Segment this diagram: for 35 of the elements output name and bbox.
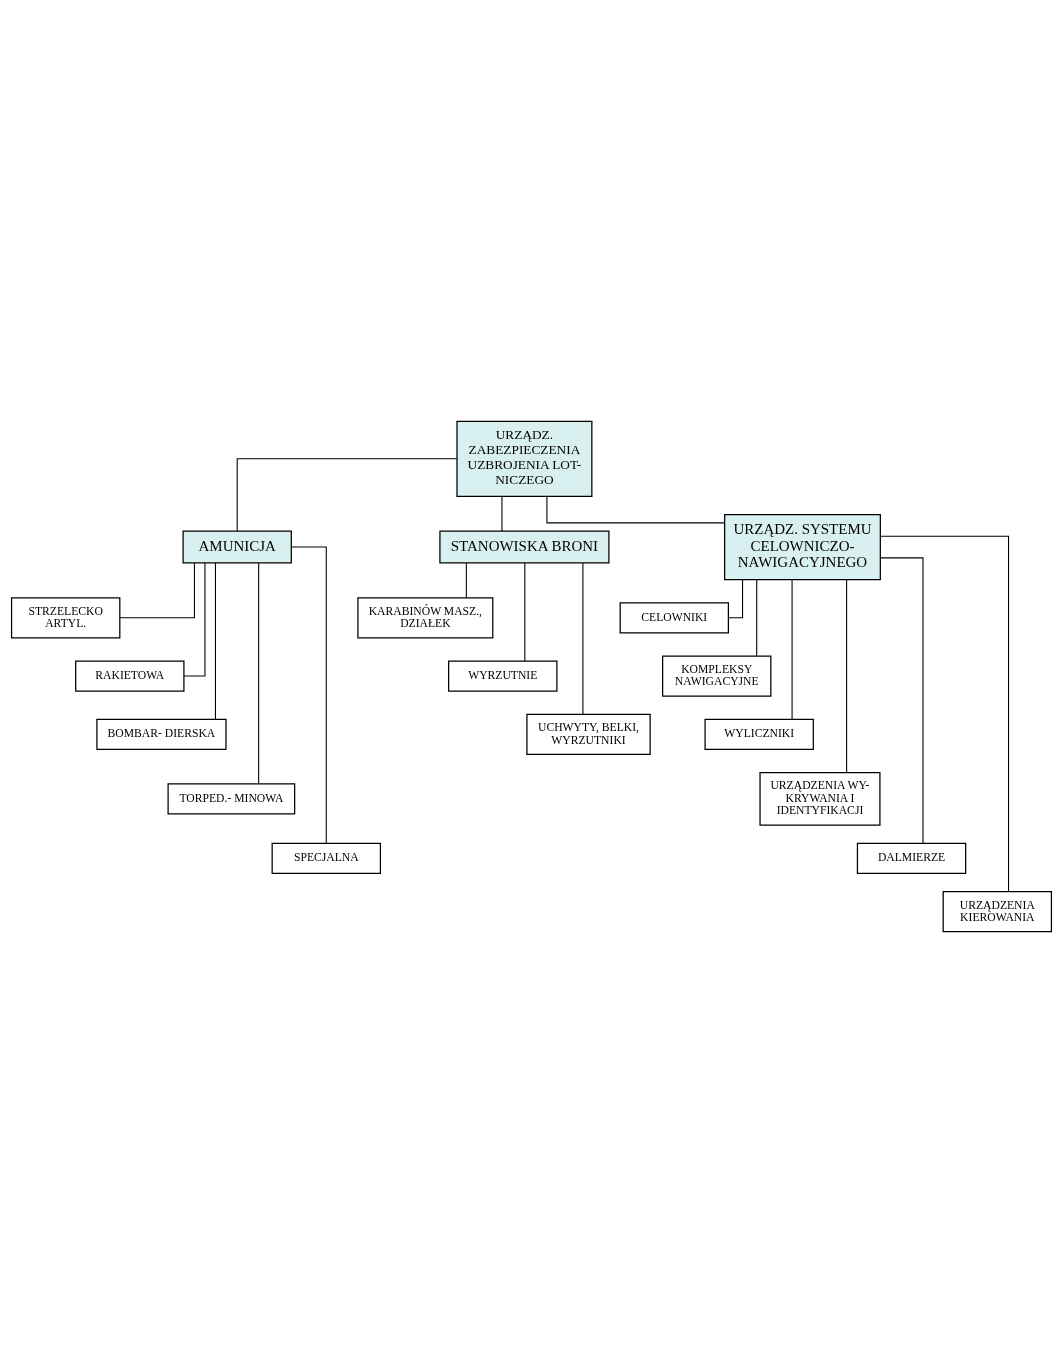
- connector: [258, 562, 260, 784]
- node-box: KOMPLEKSY NAWIGACYJNE: [662, 654, 772, 697]
- node-box: UCHWYTY, BELKI, WYRZUTNIKI: [526, 713, 651, 755]
- connector: [879, 556, 924, 844]
- node-box: AMUNICJA: [182, 530, 292, 563]
- node-box: URZĄDZ. ZABEZPIECZENIA UZBROJENIA LOT- NICZEGO: [456, 420, 593, 497]
- node-box: URZĄDZ. SYSTEMU CELOWNICZO- NAWIGACYJNEGO: [724, 513, 881, 580]
- node-box: WYLICZNIKI: [704, 718, 814, 750]
- connector: [791, 578, 793, 720]
- connector: [846, 578, 848, 773]
- connector: [501, 495, 503, 532]
- node-box: BOMBAR- DIERSKA: [96, 718, 227, 750]
- connector: [290, 546, 327, 844]
- connector: [727, 578, 744, 618]
- connector: [214, 561, 216, 720]
- connector: [183, 561, 206, 677]
- node-box: URZĄDZENIA KIEROWANIA: [942, 890, 1053, 932]
- connector: [465, 562, 467, 598]
- node-box: CELOWNIKI: [619, 601, 729, 633]
- node-box: TORPED.- MINOWA: [167, 782, 296, 814]
- connector: [756, 578, 758, 657]
- node-box: URZĄDZENIA WY- KRYWANIA I IDENTYFIKACJI: [759, 771, 881, 826]
- node-box: RAKIETOWA: [75, 659, 185, 692]
- connector: [236, 457, 458, 531]
- connector: [524, 561, 526, 661]
- connector: [546, 495, 725, 523]
- connector: [582, 561, 584, 715]
- node-box: WYRZUTNIE: [448, 659, 558, 692]
- connector: [119, 562, 195, 618]
- node-box: STANOWISKA BRONI: [439, 530, 610, 563]
- node-box: STRZELECKO ARTYL.: [10, 596, 121, 638]
- node-box: DALMIERZE: [856, 842, 967, 874]
- node-box: KARABINÓW MASZ., DZIAŁEK: [357, 596, 494, 638]
- node-box: SPECJALNA: [271, 842, 382, 874]
- connector: [879, 535, 1010, 892]
